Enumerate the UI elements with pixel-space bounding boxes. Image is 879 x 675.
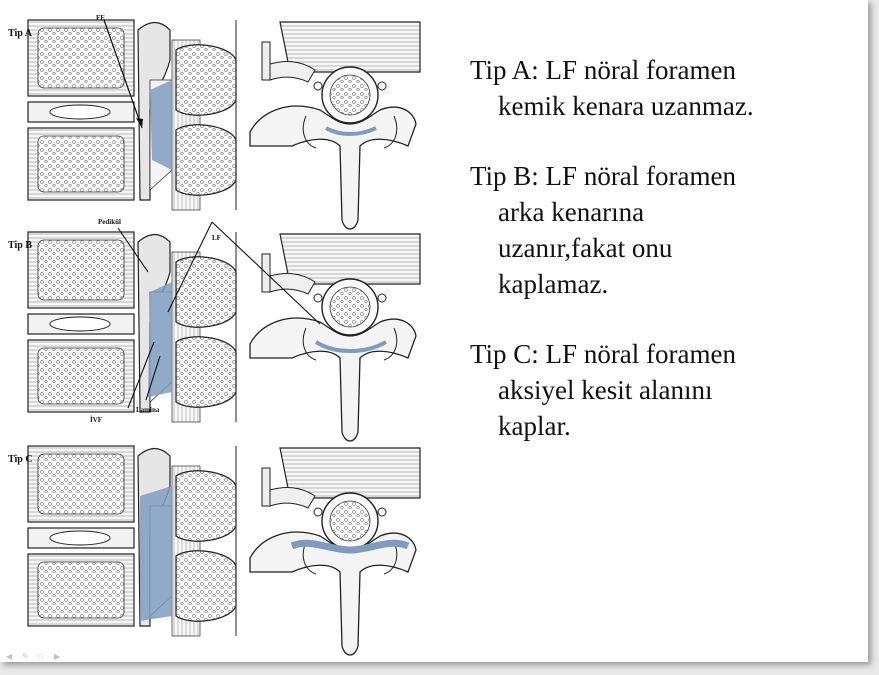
panel-tip-b <box>28 222 420 441</box>
panel-b-label: Tip B <box>8 240 32 251</box>
tip-b-description: Tip B: LF nöral foramen arka kenarına uz… <box>470 158 860 302</box>
lamina-label: Lamina <box>136 406 160 414</box>
tip-b-line-4: kaplamaz. <box>470 266 860 302</box>
fe-label: FE <box>96 14 105 22</box>
tip-a-description: Tip A: LF nöral foramen kemik kenara uza… <box>470 52 860 124</box>
tip-a-line-2: kemik kenara uzanmaz. <box>470 88 860 124</box>
lf-label: LF <box>212 234 221 242</box>
slides-icon[interactable]: □ <box>38 653 48 661</box>
description-text: Tip A: LF nöral foramen kemik kenara uza… <box>470 52 860 478</box>
slide: Tip A FE Tip B Pedikül LF İVF Lamina <box>0 0 868 662</box>
tip-a-line-1: Tip A: LF nöral foramen <box>470 52 860 88</box>
tip-b-line-1: Tip B: LF nöral foramen <box>470 158 860 194</box>
tip-c-description: Tip C: LF nöral foramen aksiyel kesit al… <box>470 336 860 444</box>
panel-tip-a <box>28 20 420 229</box>
arrow-right-icon[interactable]: ▶ <box>54 653 64 661</box>
tip-c-line-3: kaplar. <box>470 408 860 444</box>
tip-c-line-1: Tip C: LF nöral foramen <box>470 336 860 372</box>
tip-b-line-3: uzanır,fakat onu <box>470 230 860 266</box>
figure-svg: Tip A FE Tip B Pedikül LF İVF Lamina <box>0 0 440 662</box>
tip-c-line-2: aksiyel kesit alanını <box>470 372 860 408</box>
anatomy-figure: Tip A FE Tip B Pedikül LF İVF Lamina <box>0 0 440 662</box>
pedikul-label: Pedikül <box>98 218 121 226</box>
arrow-left-icon[interactable]: ◀ <box>6 653 16 661</box>
pen-icon[interactable]: ✎ <box>22 653 32 661</box>
panel-a-label: Tip A <box>8 28 33 39</box>
tip-b-line-2: arka kenarına <box>470 194 860 230</box>
ivf-label: İVF <box>90 416 102 424</box>
panel-c-label: Tip C <box>8 454 33 465</box>
panel-tip-c <box>28 446 420 655</box>
slide-nav-bar: ◀ ✎ □ ▶ <box>6 652 64 662</box>
